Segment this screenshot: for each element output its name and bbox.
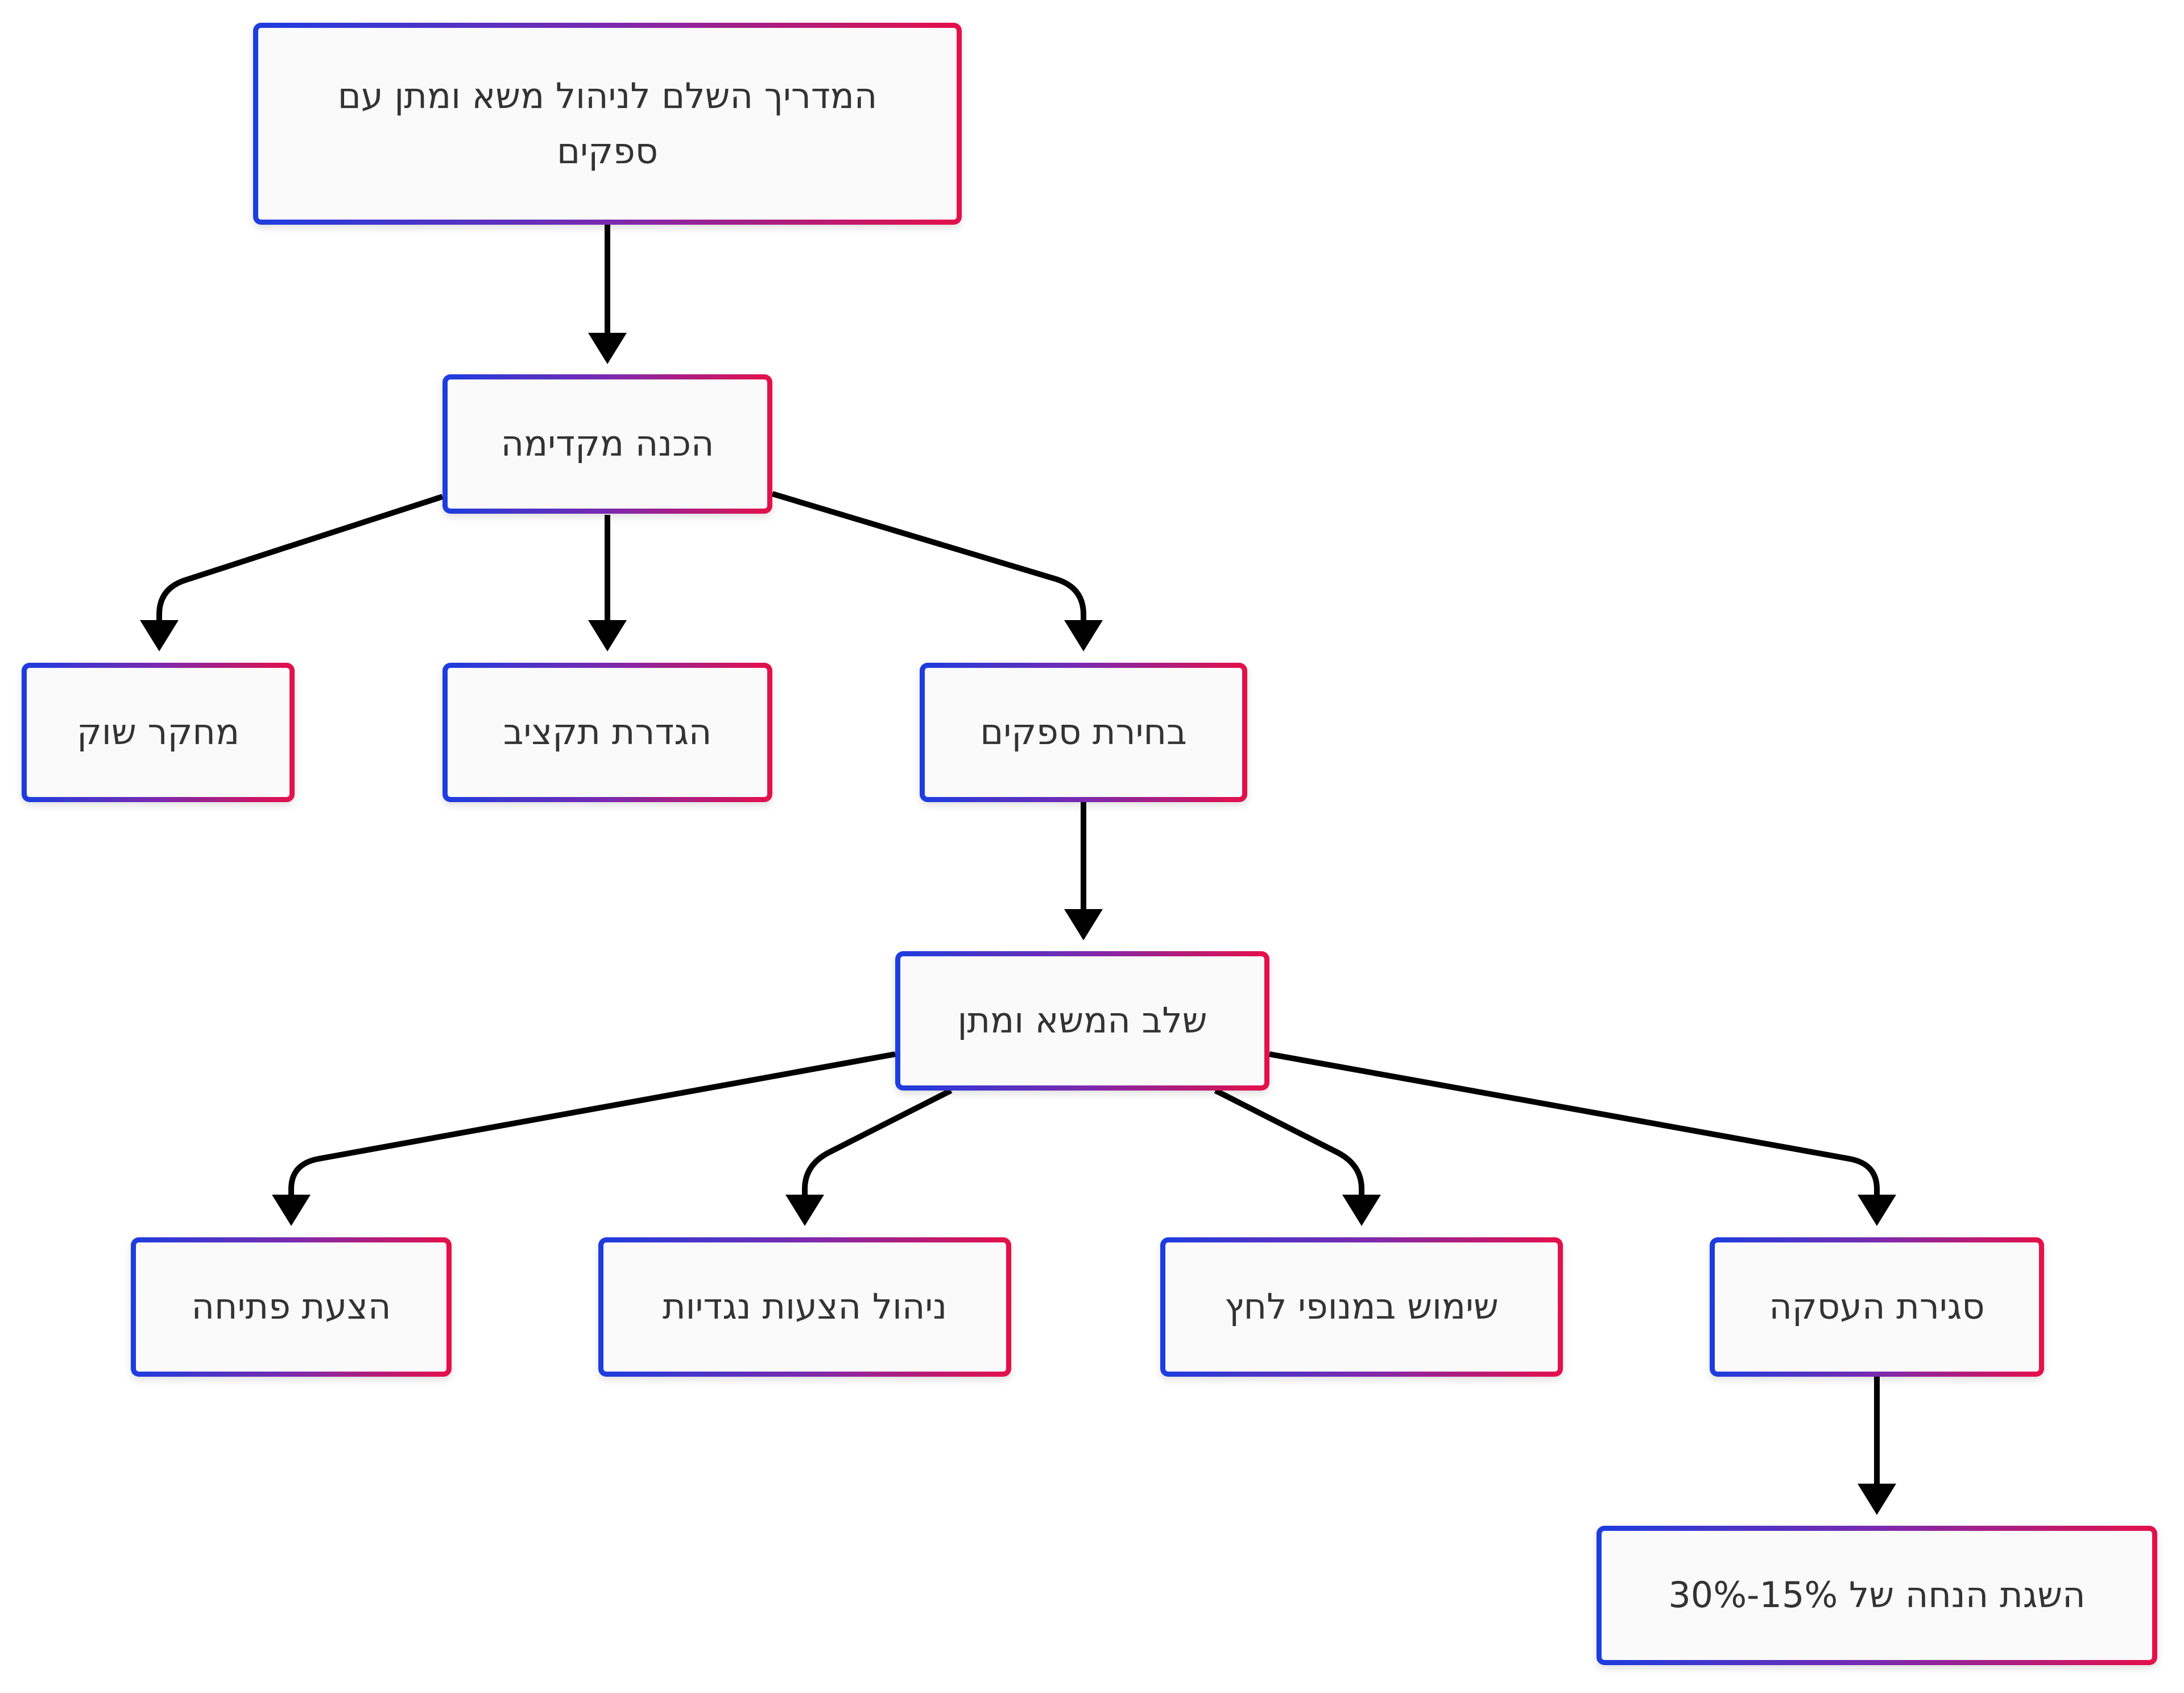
connector-prep-to-market (140, 494, 444, 651)
node-negotiation-stage[interactable]: שלב המשא ומתן (895, 951, 1269, 1091)
node-opening-offer-label: הצעת פתיחה (191, 1286, 391, 1328)
node-preparation[interactable]: הכנה מקדימה (442, 374, 772, 514)
connector-negotiation-to-counter (785, 1088, 953, 1226)
connector-negotiation-to-closing (1269, 1051, 1896, 1226)
node-root[interactable]: המדריך השלם לניהול משא ומתן עם ספקים (253, 23, 962, 225)
node-discount-label: השגת הנחה של 15%-30% (1668, 1574, 2086, 1616)
node-preparation-label: הכנה מקדימה (500, 423, 714, 465)
node-negotiation-stage-label: שלב המשא ומתן (957, 1000, 1207, 1042)
node-discount[interactable]: השגת הנחה של 15%-30% (1596, 1526, 2157, 1665)
connector-negotiation-to-leverage (1214, 1088, 1381, 1226)
node-closing-deal[interactable]: סגירת העסקה (1710, 1237, 2044, 1377)
connector-closing-to-discount (1858, 1377, 1896, 1515)
node-supplier-selection[interactable]: בחירת ספקים (920, 663, 1247, 802)
node-budget-label: הגדרת תקציב (503, 711, 712, 753)
node-counter-offers[interactable]: ניהול הצעות נגדיות (598, 1237, 1011, 1377)
node-root-label: המדריך השלם לניהול משא ומתן עם ספקים (337, 75, 878, 172)
node-opening-offer[interactable]: הצעת פתיחה (131, 1237, 452, 1377)
node-counter-offers-label: ניהול הצעות נגדיות (662, 1286, 948, 1328)
connector-negotiation-to-opening (272, 1051, 896, 1226)
node-leverage-label: שימוש במנופי לחץ (1225, 1286, 1499, 1328)
node-closing-deal-label: סגירת העסקה (1769, 1286, 1985, 1328)
connector-suppliers-to-negotiation (1064, 802, 1103, 940)
node-leverage[interactable]: שימוש במנופי לחץ (1160, 1237, 1563, 1377)
node-market-research[interactable]: מחקר שוק (22, 663, 295, 802)
connector-root-to-prep (588, 225, 627, 364)
connector-prep-to-suppliers (771, 491, 1103, 651)
node-supplier-selection-label: בחירת ספקים (980, 711, 1187, 753)
connector-prep-to-budget (588, 515, 627, 651)
node-market-research-label: מחקר שוק (76, 711, 240, 753)
node-budget[interactable]: הגדרת תקציב (442, 663, 772, 802)
